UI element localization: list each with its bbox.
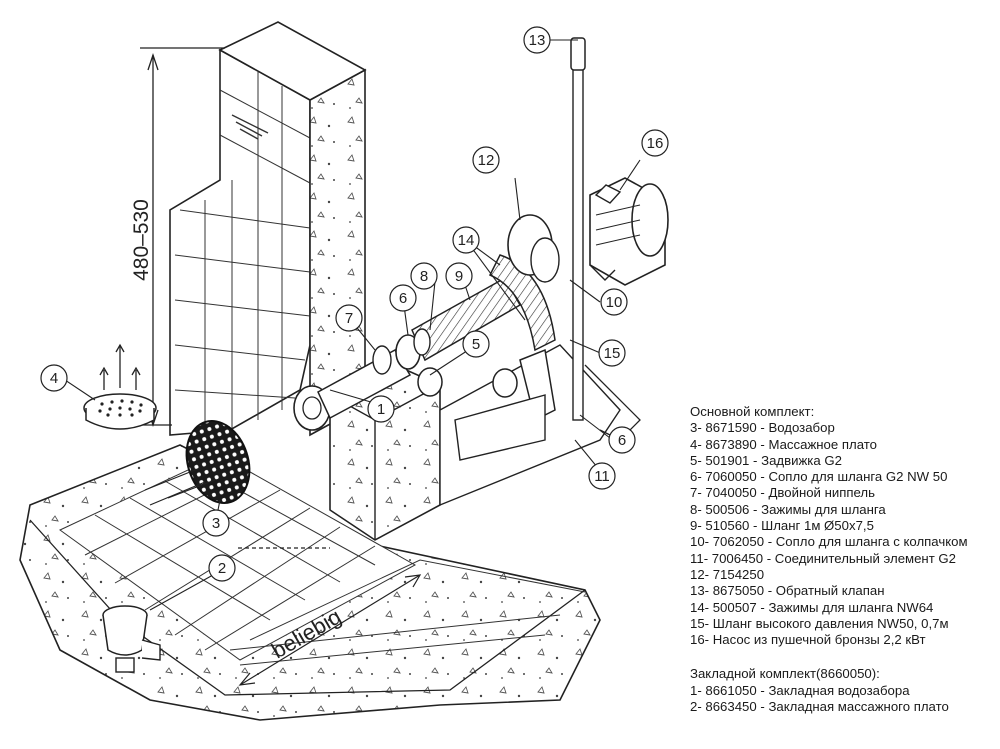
- callout-3: 3: [212, 515, 220, 532]
- legend-item: 15- Шланг высокого давления NW50, 0,7м: [690, 615, 949, 631]
- callout-14: 14: [458, 232, 475, 249]
- callout-6: 6: [399, 290, 407, 307]
- legend-item: 13- 8675050 - Обратный клапан: [690, 583, 885, 599]
- legend-item: 8- 500506 - Зажимы для шланга: [690, 501, 886, 517]
- callout-11: 11: [594, 468, 610, 485]
- legend-item: 10- 7062050 - Сопло для шланга с колпачк…: [690, 534, 968, 550]
- embed-fitting-2: [102, 605, 161, 673]
- callout-2: 2: [218, 560, 226, 577]
- legend-embed-title: Закладной комплект(8660050):: [690, 666, 880, 682]
- callout-12: 12: [478, 152, 495, 169]
- pump-16: [589, 177, 669, 286]
- callout-1: 1: [377, 401, 385, 418]
- legend-item: 3- 8671590 - Водозабор: [690, 420, 835, 436]
- callout-8: 8: [420, 268, 428, 285]
- tiled-wall: [169, 48, 311, 436]
- callout-10: 10: [606, 294, 623, 311]
- legend-item: 6- 7060050 - Сопло для шланга G2 NW 50: [690, 469, 948, 485]
- direction-arrow: [238, 574, 422, 686]
- dimension-label: 480–530: [130, 199, 153, 281]
- legend-item: 9- 510560 - Шланг 1м Ø50x7,5: [690, 518, 874, 534]
- concrete-column: [218, 21, 367, 437]
- callout-15: 15: [604, 345, 621, 362]
- callout-9: 9: [455, 268, 463, 285]
- callout-numbers: 1 2 3 4 5 6 7 8 9 10 11 12 13 14 15 16 6: [50, 32, 664, 577]
- legend-item: 4- 8673890 - Массажное плато: [690, 436, 877, 452]
- parts-legend: Основной комплект: 3- 8671590 - Водозабо…: [690, 404, 995, 715]
- check-valve-13: [570, 37, 586, 421]
- callout-16: 16: [647, 135, 664, 152]
- callout-7: 7: [345, 310, 353, 327]
- legend-item: 2- 8663450 - Закладная массажного плато: [690, 699, 949, 715]
- callout-circles: [40, 26, 669, 582]
- legend-item: 1- 8661050 - Закладная водозабора: [690, 682, 910, 698]
- legend-item: 12- 7154250: [690, 566, 765, 582]
- massage-plate-4: [83, 343, 157, 430]
- flow-arrows: [144, 467, 330, 549]
- callout-5: 5: [472, 336, 480, 353]
- legend-item: 16- Насос из пушечной бронзы 2,2 кВт: [690, 632, 926, 648]
- legend-item: 7- 7040050 - Двойной ниппель: [690, 485, 875, 501]
- legend-item: 14- 500507 - Зажимы для шланга NW64: [690, 599, 934, 615]
- legend-item: 11- 7006450 - Соединительный элемент G2: [690, 550, 957, 566]
- callout-6-second: 6: [618, 432, 626, 449]
- legend-item: 5- 501901 - Задвижка G2: [690, 452, 842, 468]
- callout-4: 4: [50, 370, 58, 387]
- pipe-assembly: [293, 214, 560, 461]
- legend-main-title: Основной комплект:: [690, 404, 815, 419]
- callout-13: 13: [529, 32, 546, 49]
